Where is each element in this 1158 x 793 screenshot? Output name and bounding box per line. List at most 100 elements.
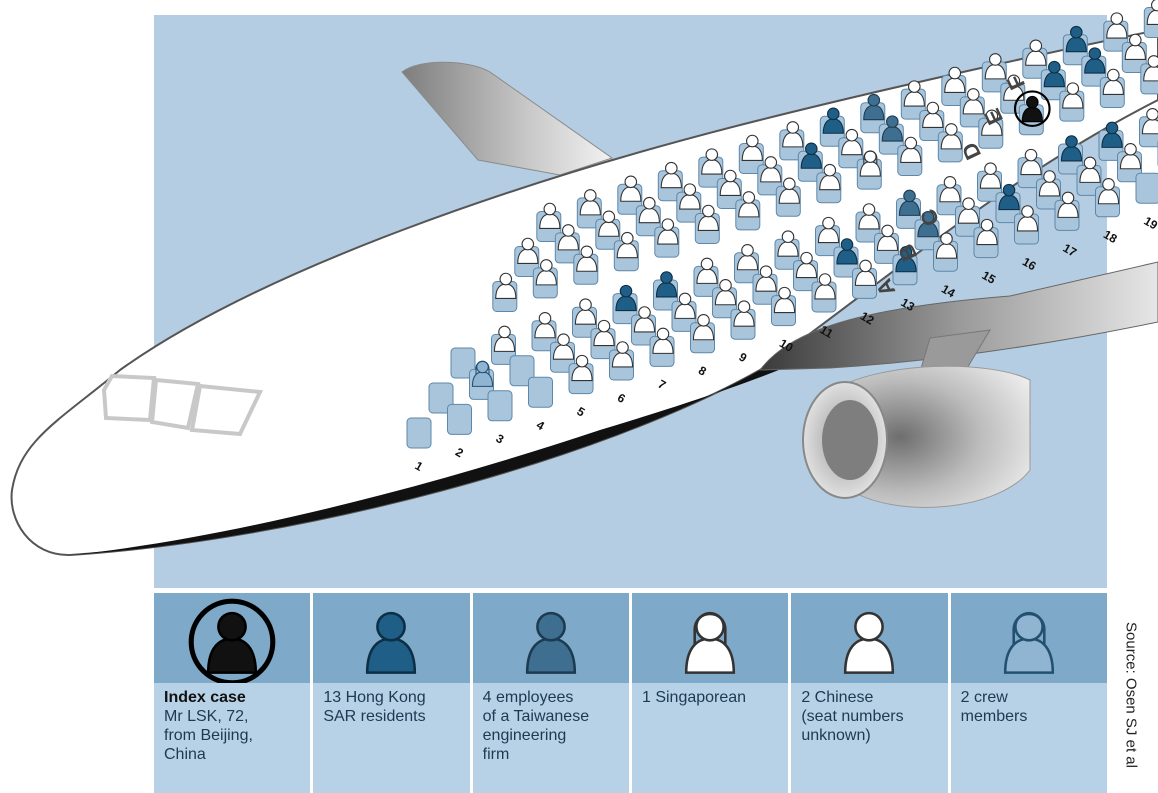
passenger <box>900 136 922 163</box>
passenger <box>593 319 615 347</box>
passenger <box>859 150 881 177</box>
legend-line: 1 Singaporean <box>641 689 747 706</box>
passenger <box>719 169 741 196</box>
passenger <box>957 197 980 224</box>
passenger <box>819 163 841 191</box>
passenger <box>984 53 1006 80</box>
passenger <box>981 109 1003 136</box>
passenger <box>633 306 656 333</box>
seat <box>487 390 513 422</box>
passenger <box>679 183 701 210</box>
passenger <box>638 196 660 224</box>
passenger <box>1119 143 1142 170</box>
passenger <box>652 327 674 354</box>
passenger <box>1146 0 1158 25</box>
row-number: 16 <box>1020 254 1039 273</box>
passenger <box>863 93 885 121</box>
passenger <box>1016 205 1039 232</box>
passenger <box>1025 39 1047 66</box>
legend-text: 1 Singaporean <box>631 683 789 793</box>
chinese-passenger-icon <box>791 593 948 683</box>
passenger <box>1141 108 1158 135</box>
passenger <box>598 210 620 237</box>
seat <box>406 417 432 449</box>
passenger <box>736 244 759 271</box>
passenger <box>836 238 858 265</box>
passenger <box>778 177 800 204</box>
passenger <box>557 224 579 251</box>
hk-resident-figure <box>366 611 417 674</box>
passenger <box>552 333 575 360</box>
singaporean-icon <box>631 593 789 683</box>
passenger <box>939 176 961 203</box>
row-number: 18 <box>1101 227 1120 246</box>
passenger <box>935 232 958 259</box>
row-number: 10 <box>777 336 796 355</box>
passenger <box>1101 121 1123 148</box>
engine <box>802 329 1031 508</box>
cockpit-windows <box>101 373 264 437</box>
passenger <box>1097 178 1120 205</box>
far-wing <box>401 61 614 176</box>
passenger <box>733 300 755 327</box>
passenger <box>1084 47 1106 74</box>
passenger <box>1102 68 1124 95</box>
passenger <box>696 257 718 284</box>
passenger <box>620 175 642 202</box>
passenger <box>611 341 634 368</box>
passenger <box>517 237 539 264</box>
passenger <box>576 245 598 272</box>
passenger <box>1060 135 1083 162</box>
passenger <box>574 298 597 325</box>
passenger <box>741 134 763 161</box>
index-case-passenger <box>1013 90 1051 128</box>
passenger <box>1079 156 1101 183</box>
passenger <box>701 148 723 175</box>
passenger <box>782 121 804 148</box>
legend-line: engineering <box>482 727 567 744</box>
legend-line: 2 Chinese <box>801 689 874 706</box>
passenger <box>922 101 944 128</box>
passenger <box>822 107 844 134</box>
legend-line: of a Taiwanese <box>482 708 590 725</box>
passenger <box>1124 33 1146 60</box>
passenger <box>962 88 984 115</box>
source-note: Source: Osen SJ et al <box>1118 600 1144 790</box>
passenger <box>854 259 877 286</box>
passenger <box>1057 191 1079 218</box>
passenger <box>738 191 760 218</box>
legend-line: Mr LSK, 72, <box>164 708 249 725</box>
legend-line: 4 employees <box>482 689 574 706</box>
passenger <box>615 284 637 312</box>
passenger <box>1020 148 1042 176</box>
passenger <box>795 251 818 279</box>
row-number: 15 <box>980 268 999 287</box>
passenger <box>760 156 782 183</box>
passenger <box>660 161 682 189</box>
legend-line: members <box>960 708 1028 725</box>
seat <box>447 403 472 435</box>
seat <box>428 382 454 414</box>
passenger <box>1065 25 1087 53</box>
legend-line: SAR residents <box>323 708 426 725</box>
legend-line: 13 Hong Kong <box>323 689 426 706</box>
taiwanese-employee-figure <box>525 611 576 674</box>
seat <box>509 355 535 387</box>
passenger <box>903 80 925 107</box>
cabin-passengers <box>471 0 1158 387</box>
row-number: 19 <box>1142 214 1158 233</box>
passenger <box>777 230 799 257</box>
seat <box>450 347 476 379</box>
legend-line: unknown) <box>801 727 871 744</box>
passenger <box>539 202 561 229</box>
passenger <box>714 279 737 306</box>
passenger <box>571 354 593 382</box>
passenger <box>495 272 517 299</box>
